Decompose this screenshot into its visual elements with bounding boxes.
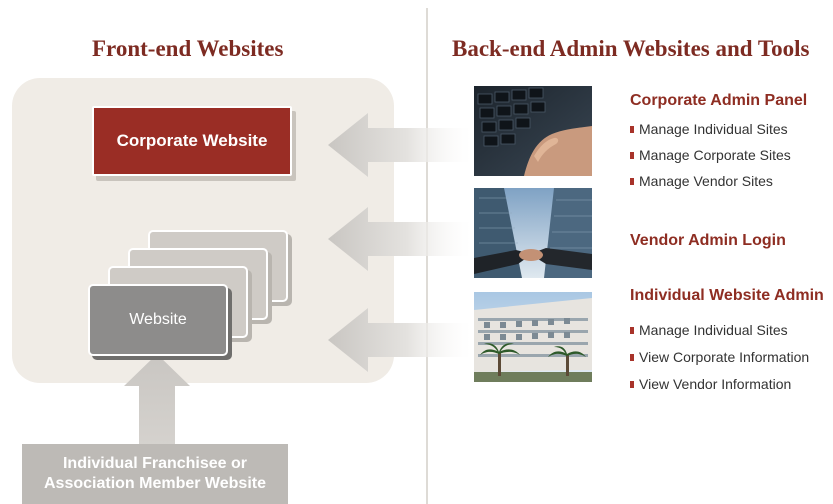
bullet-icon <box>630 381 634 388</box>
arrow-to-website <box>328 308 472 372</box>
individual-admin-title[interactable]: Individual Website Admin <box>630 287 824 304</box>
individual-admin-item[interactable]: Manage Individual Sites <box>630 322 788 338</box>
member-website-line1: Individual Franchisee or <box>62 455 248 472</box>
front-end-heading: Front-end Websites <box>92 36 284 61</box>
bullet-icon <box>630 152 634 159</box>
bullet-icon <box>630 327 634 334</box>
member-website-line2: Association Member Website <box>44 475 266 492</box>
vendor-admin-title[interactable]: Vendor Admin Login <box>630 232 786 249</box>
corporate-admin-item[interactable]: Manage Corporate Sites <box>630 147 791 163</box>
arrow-to-stack <box>328 207 472 271</box>
bullet-icon <box>630 354 634 361</box>
individual-admin-item[interactable]: View Corporate Information <box>630 349 809 365</box>
corporate-admin-item[interactable]: Manage Individual Sites <box>630 121 788 137</box>
building-palm-trees-photo <box>474 292 592 382</box>
corporate-website-label: Corporate Website <box>116 131 268 150</box>
handshake-skyscraper-photo <box>474 188 592 278</box>
corporate-admin-title[interactable]: Corporate Admin Panel <box>630 92 808 109</box>
member-website-box[interactable]: Individual Franchisee or Association Mem… <box>22 444 288 504</box>
keyboard-hand-photo <box>474 86 592 176</box>
arrow-up-from-member <box>124 354 190 446</box>
corporate-website-box[interactable]: Corporate Website <box>92 106 292 176</box>
back-end-heading: Back-end Admin Websites and Tools <box>452 36 810 61</box>
bullet-icon <box>630 126 634 133</box>
website-label: Website <box>129 311 187 328</box>
bullet-icon <box>630 178 634 185</box>
individual-admin-item[interactable]: View Vendor Information <box>630 376 791 392</box>
corporate-admin-item[interactable]: Manage Vendor Sites <box>630 173 773 189</box>
arrow-to-corporate <box>328 113 472 177</box>
website-box[interactable]: Website <box>88 284 228 356</box>
